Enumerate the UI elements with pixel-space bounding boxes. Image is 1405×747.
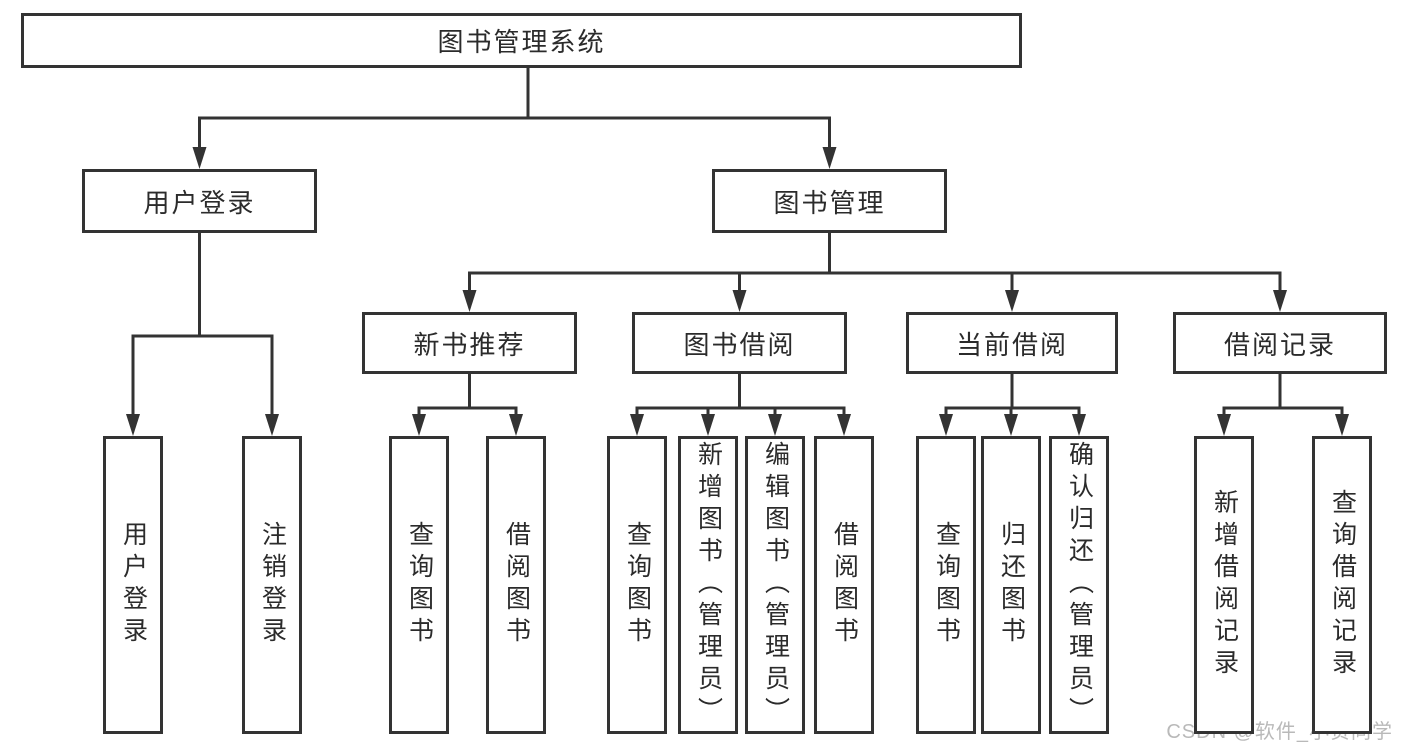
arrowhead-icon	[1072, 414, 1086, 436]
arrowhead-icon	[509, 414, 523, 436]
node-label-bb-borrow-book: 借阅图书	[830, 521, 859, 649]
arrowhead-icon	[1217, 414, 1231, 436]
arrowhead-icon	[837, 414, 851, 436]
node-bb-add-book: 新增图书（管理员）	[678, 436, 738, 734]
node-root: 图书管理系统	[21, 13, 1022, 68]
node-bb-borrow-book: 借阅图书	[814, 436, 874, 734]
node-label-book-mgmt: 图书管理	[773, 187, 886, 218]
node-label-bb-query-book: 查询图书	[623, 521, 652, 649]
node-rec-borrow-book: 借阅图书	[486, 436, 546, 734]
node-bb-query-book: 查询图书	[607, 436, 667, 734]
node-label-br-query-record: 查询借阅记录	[1328, 489, 1357, 681]
node-label-rec-borrow-book: 借阅图书	[502, 521, 531, 649]
node-label-cb-query-book: 查询图书	[932, 521, 961, 649]
arrowhead-icon	[630, 414, 644, 436]
arrowhead-icon	[126, 414, 140, 436]
node-label-book-borrow: 图书借阅	[683, 329, 796, 360]
arrowhead-icon	[412, 414, 426, 436]
node-user-login-leaf: 用户登录	[103, 436, 163, 734]
node-label-br-add-record: 新增借阅记录	[1210, 489, 1239, 681]
arrowhead-icon	[265, 414, 279, 436]
node-book-borrow: 图书借阅	[632, 312, 847, 374]
arrowhead-icon	[1335, 414, 1349, 436]
node-label-bb-edit-book: 编辑图书（管理员）	[761, 441, 790, 729]
node-rec-query-book: 查询图书	[389, 436, 449, 734]
node-cb-confirm-return: 确认归还（管理员）	[1049, 436, 1109, 734]
arrowhead-icon	[1005, 290, 1019, 312]
node-label-borrow-records: 借阅记录	[1223, 329, 1336, 360]
node-bb-edit-book: 编辑图书（管理员）	[745, 436, 805, 734]
node-label-logout: 注销登录	[258, 521, 287, 649]
node-borrow-records: 借阅记录	[1173, 312, 1387, 374]
node-logout: 注销登录	[242, 436, 302, 734]
node-user-login: 用户登录	[82, 169, 317, 233]
node-label-bb-add-book: 新增图书（管理员）	[694, 441, 723, 729]
node-current-borrow: 当前借阅	[906, 312, 1118, 374]
node-cb-query-book: 查询图书	[916, 436, 976, 734]
arrowhead-icon	[701, 414, 715, 436]
node-label-current-borrow: 当前借阅	[955, 329, 1068, 360]
node-label-user-login-leaf: 用户登录	[119, 521, 148, 649]
node-label-user-login: 用户登录	[143, 187, 256, 218]
node-cb-return-book: 归还图书	[981, 436, 1041, 734]
arrowhead-icon	[462, 290, 477, 312]
node-label-rec-query-book: 查询图书	[405, 521, 434, 649]
node-label-new-book-rec: 新书推荐	[413, 329, 526, 360]
arrowhead-icon	[732, 290, 747, 312]
arrowhead-icon	[822, 147, 837, 169]
node-br-query-record: 查询借阅记录	[1312, 436, 1372, 734]
node-br-add-record: 新增借阅记录	[1194, 436, 1254, 734]
node-new-book-rec: 新书推荐	[362, 312, 577, 374]
node-label-cb-confirm-return: 确认归还（管理员）	[1065, 441, 1094, 729]
arrowhead-icon	[768, 414, 782, 436]
node-label-cb-return-book: 归还图书	[997, 521, 1026, 649]
node-label-root: 图书管理系统	[437, 27, 606, 57]
arrowhead-icon	[1273, 290, 1287, 312]
node-book-mgmt: 图书管理	[712, 169, 947, 233]
arrowhead-icon	[1004, 414, 1018, 436]
arrowhead-icon	[939, 414, 953, 436]
arrowhead-icon	[192, 147, 207, 169]
